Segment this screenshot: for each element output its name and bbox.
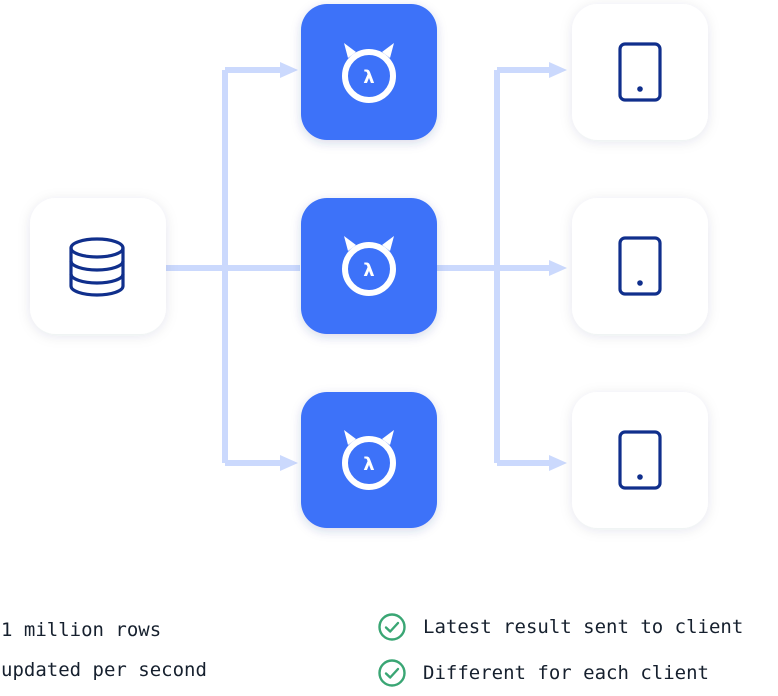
benefit-item: Latest result sent to client <box>377 612 743 642</box>
svg-text:λ: λ <box>363 67 374 88</box>
architecture-diagram: λ λ λ <box>30 4 708 528</box>
check-circle-icon <box>378 613 406 641</box>
source-caption-line-2: updated per second <box>1 659 207 681</box>
client-arrowheads <box>549 62 567 471</box>
source-caption-line-1: 1 million rows <box>1 619 162 641</box>
mobile-device-icon <box>618 236 662 296</box>
hasura-lambda-icon: λ <box>342 430 396 490</box>
processor-card: λ <box>301 392 437 528</box>
database-card <box>30 198 166 334</box>
client-card <box>572 4 708 140</box>
svg-text:λ: λ <box>363 260 374 281</box>
check-circle-icon <box>378 659 406 687</box>
processor-card: λ <box>301 198 437 334</box>
source-connectors <box>165 67 300 466</box>
client-card <box>572 198 708 334</box>
benefit-item: Different for each client <box>377 658 709 688</box>
source-caption: 1 million rows updated per second <box>1 610 207 690</box>
client-card <box>572 392 708 528</box>
benefit-label: Different for each client <box>423 662 709 684</box>
client-connectors <box>436 67 554 466</box>
mobile-device-icon <box>618 42 662 102</box>
hasura-lambda-icon: λ <box>342 236 396 296</box>
processor-card: λ <box>301 4 437 140</box>
svg-text:λ: λ <box>363 454 374 475</box>
benefit-label: Latest result sent to client <box>423 616 744 638</box>
hasura-lambda-icon: λ <box>342 43 396 103</box>
source-arrowheads <box>280 62 298 471</box>
database-icon <box>69 237 125 297</box>
mobile-device-icon <box>618 430 662 490</box>
